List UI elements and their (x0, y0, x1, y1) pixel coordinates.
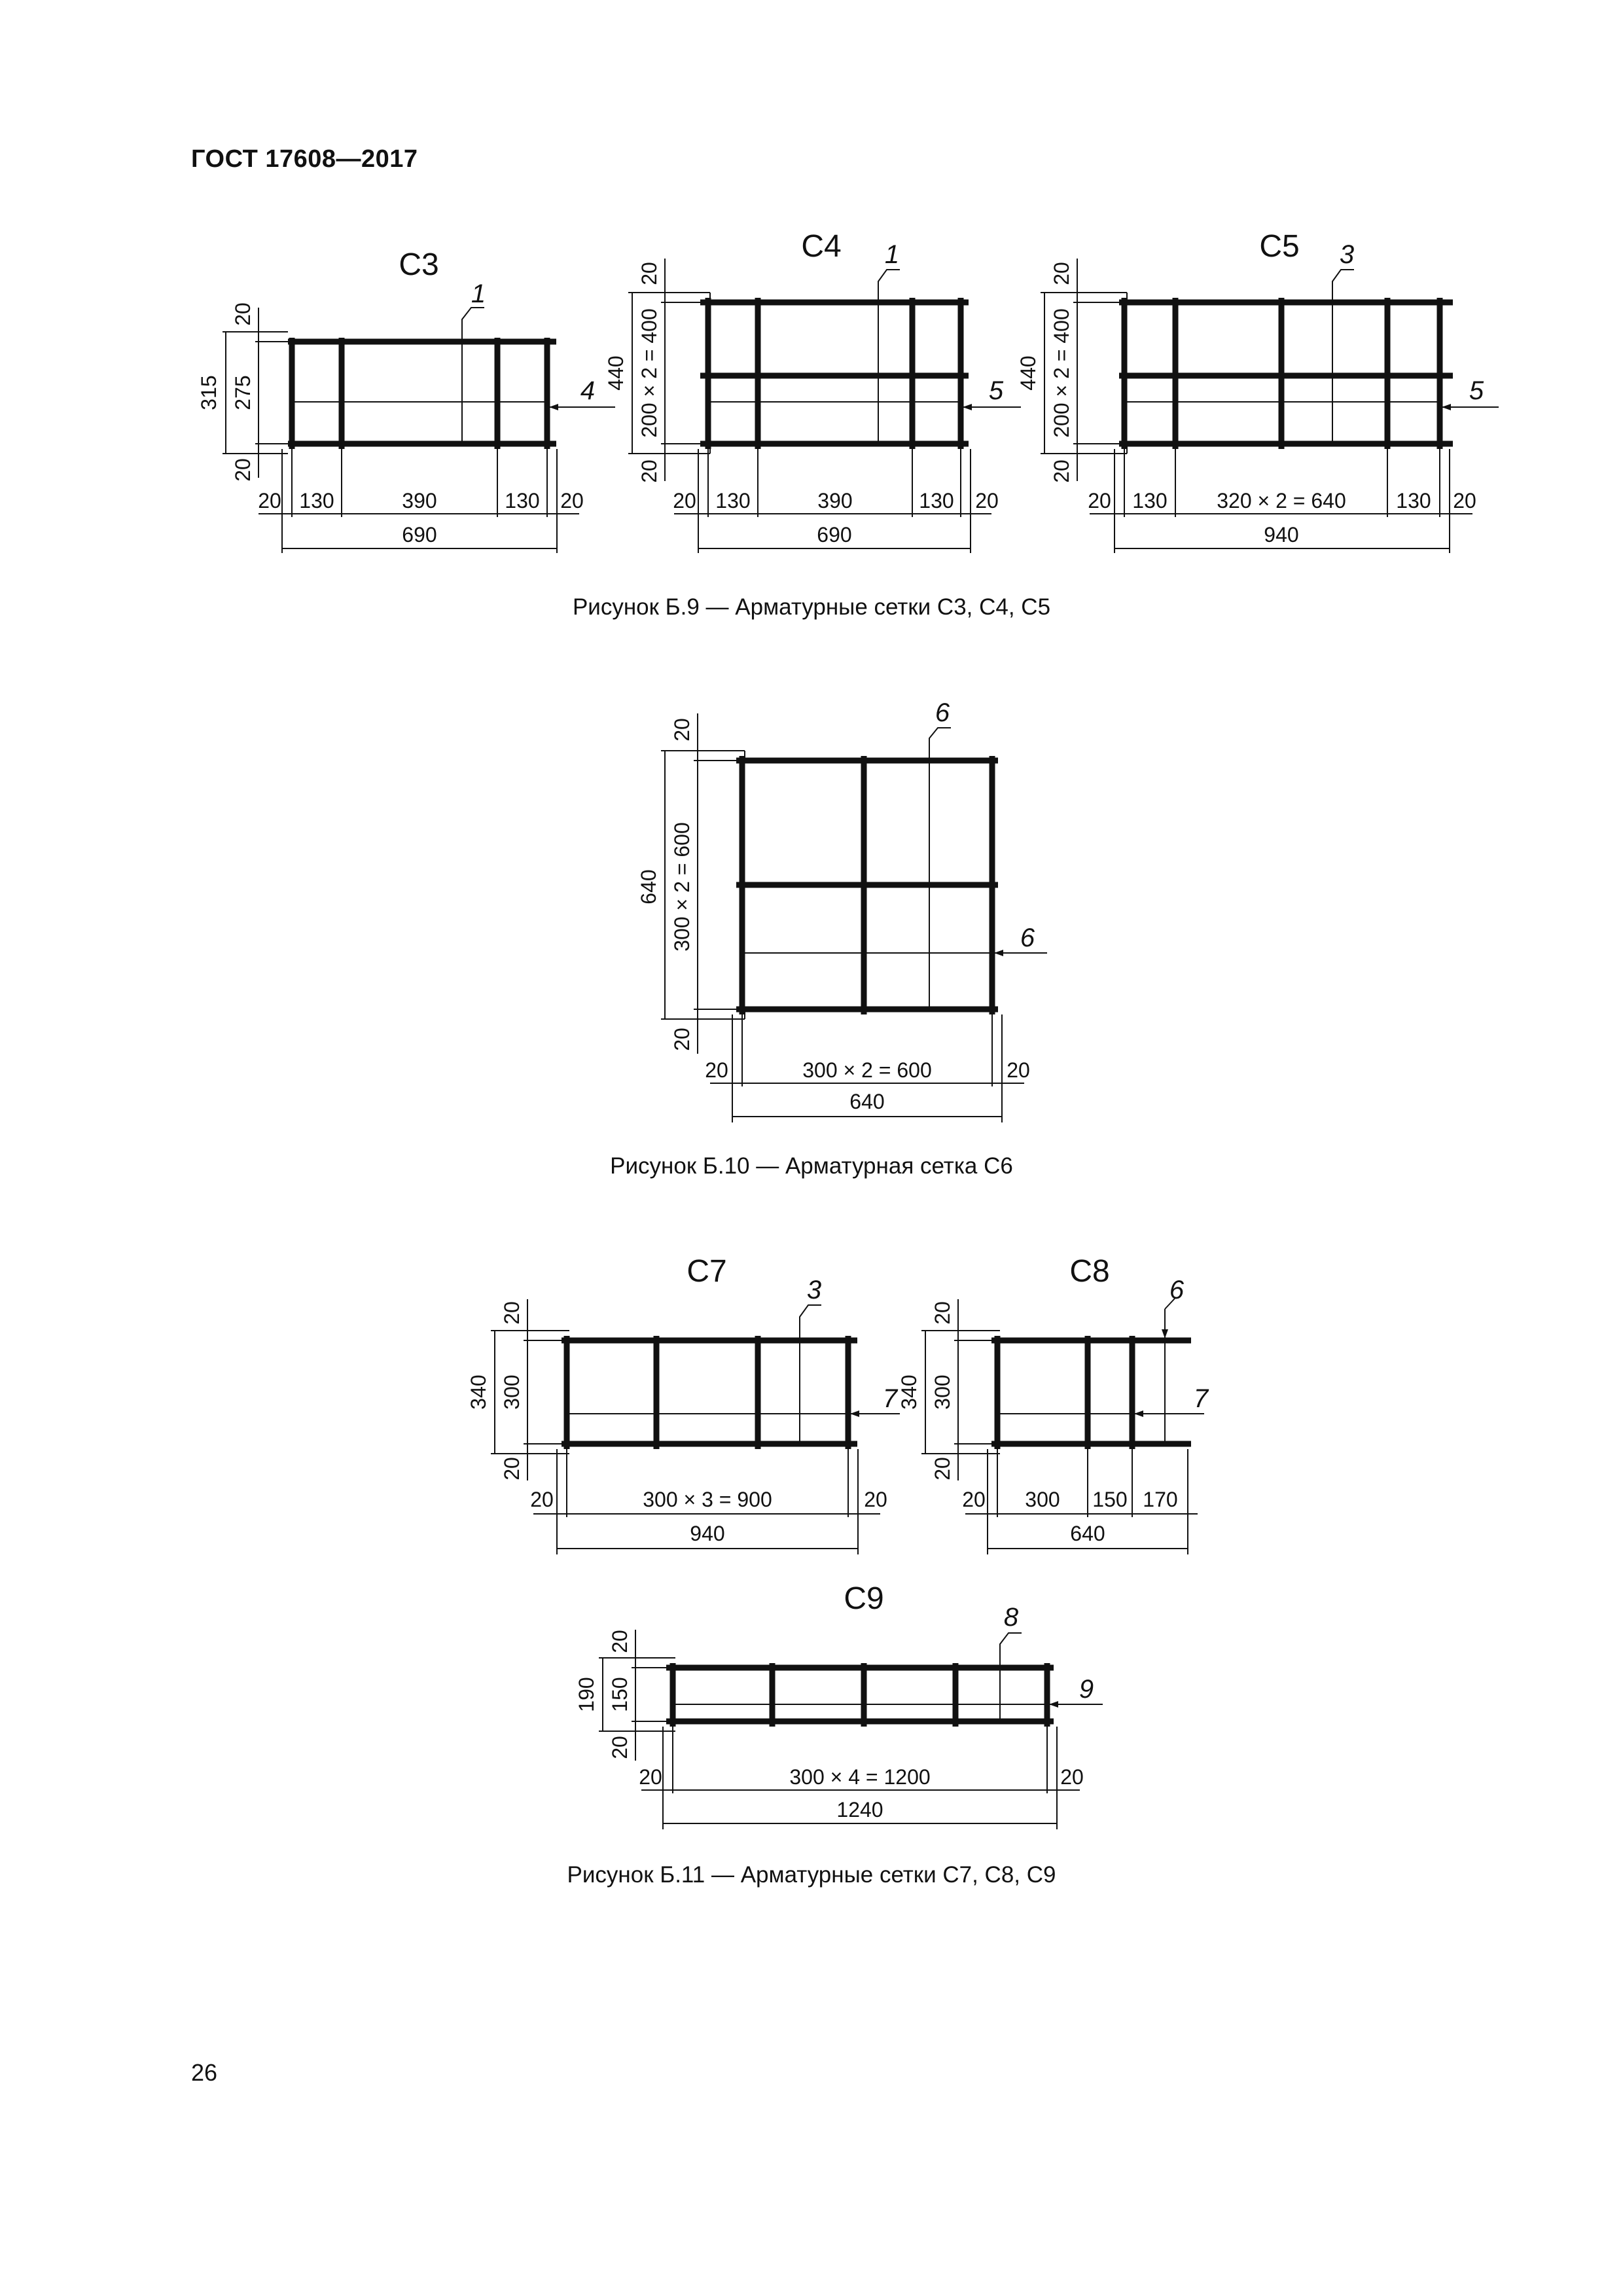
mesh-c4-leader-side: 5 (989, 376, 1004, 405)
figure-caption-b10: Рисунок Б.10 — Арматурная сетка С6 (610, 1153, 1013, 1179)
mesh-c4-hdim-4: 130 (919, 489, 954, 512)
mesh-c6: 640 300 × 2 = 600 20 20 20 300 × 2 = 600… (637, 698, 1047, 1122)
page-number: 26 (191, 2059, 218, 2086)
mesh-c8-leader-side: 7 (1194, 1384, 1209, 1413)
mesh-c4-leader-top: 1 (885, 240, 899, 269)
mesh-c5-hdim-1: 20 (1088, 489, 1111, 512)
mesh-c5-vdim-inner: 200 × 2 = 400 (1050, 308, 1073, 438)
mesh-c7-vdim-top: 20 (500, 1301, 524, 1325)
mesh-c9-leader-side: 9 (1079, 1675, 1094, 1704)
mesh-c3-hdim-5: 20 (560, 489, 584, 512)
mesh-c4-vdim-bottom: 20 (637, 459, 661, 483)
mesh-c3-vdim-inner: 275 (231, 375, 255, 410)
mesh-c8-hdim-2: 300 (1025, 1488, 1060, 1511)
mesh-c5-hdim-2: 130 (1132, 489, 1167, 512)
mesh-c8-leader-top: 6 (1169, 1276, 1185, 1304)
mesh-c5-title: С5 (1259, 229, 1299, 264)
figure-caption-b9: Рисунок Б.9 — Арматурные сетки С3, С4, С… (572, 594, 1051, 620)
mesh-c3-title: С3 (399, 247, 438, 282)
mesh-c7-hdim-2: 300 × 3 = 900 (643, 1488, 772, 1511)
mesh-c5-vdim-bottom: 20 (1050, 459, 1073, 483)
document-header: ГОСТ 17608—2017 (191, 145, 418, 173)
mesh-c4-title: С4 (801, 229, 841, 264)
mesh-c8-vdim-top: 20 (931, 1301, 954, 1325)
mesh-c5-hdim-4: 130 (1396, 489, 1431, 512)
mesh-c3-leader-top: 1 (471, 279, 486, 308)
mesh-c7-leader-side: 7 (883, 1384, 899, 1413)
mesh-c8-total: 640 (1070, 1522, 1105, 1545)
mesh-c9-hdim-2: 300 × 4 = 1200 (789, 1765, 930, 1789)
mesh-c4-vdim-outer: 440 (604, 355, 628, 390)
mesh-c5-leader-top: 3 (1340, 240, 1354, 269)
mesh-c7-vdim-inner: 300 (500, 1374, 524, 1409)
mesh-c3-hdim-1: 20 (258, 489, 281, 512)
mesh-c5-vdim-top: 20 (1050, 262, 1073, 285)
mesh-c8-hdim-1: 20 (962, 1488, 986, 1511)
mesh-c8-vdim-outer: 340 (897, 1374, 921, 1409)
mesh-c4-vdim-inner: 200 × 2 = 400 (637, 308, 661, 438)
mesh-c8-title: С8 (1069, 1254, 1109, 1289)
mesh-c7-hdim-3: 20 (864, 1488, 887, 1511)
mesh-c4-hdim-5: 20 (975, 489, 999, 512)
mesh-c9-vdim-inner: 150 (608, 1677, 632, 1712)
mesh-c8-hdim-3: 150 (1092, 1488, 1127, 1511)
mesh-c3-total: 690 (402, 523, 437, 547)
mesh-c8-hdim-4: 170 (1143, 1488, 1177, 1511)
mesh-c8-vdim-bottom: 20 (931, 1457, 954, 1480)
mesh-c5-leader-side: 5 (1469, 376, 1484, 405)
mesh-c7: С7 340 300 20 (467, 1254, 900, 1554)
mesh-c9-vdim-outer: 190 (575, 1677, 598, 1712)
mesh-c7-title: С7 (687, 1254, 726, 1289)
mesh-c4: С4 (604, 229, 1021, 553)
mesh-c6-vdim-bottom: 20 (670, 1028, 694, 1051)
mesh-c5: С5 (1016, 229, 1499, 553)
mesh-c5-vdim-outer: 440 (1016, 355, 1040, 390)
mesh-c3-hdim-3: 390 (402, 489, 437, 512)
mesh-c3-vdim-bottom: 20 (231, 458, 255, 482)
mesh-c3-vdim-top: 20 (231, 302, 255, 326)
mesh-c4-hdim-3: 390 (817, 489, 852, 512)
mesh-c7-leader-top: 3 (807, 1276, 821, 1304)
mesh-c9-leader-top: 8 (1004, 1603, 1019, 1632)
mesh-c4-total: 690 (817, 523, 851, 547)
mesh-c3-leader-side: 4 (580, 376, 595, 405)
mesh-c9-vdim-bottom: 20 (608, 1736, 632, 1759)
mesh-c8: С8 340 300 (897, 1254, 1209, 1554)
mesh-c6-vdim-outer: 640 (637, 869, 660, 904)
mesh-c3-vdim-outer: 315 (197, 375, 221, 410)
mesh-c9-title: С9 (844, 1581, 883, 1616)
mesh-c9-vdim-top: 20 (608, 1630, 632, 1653)
mesh-c4-hdim-1: 20 (673, 489, 696, 512)
figure-caption-b11: Рисунок Б.11 — Арматурные сетки С7, С8, … (567, 1862, 1056, 1888)
mesh-c9: С9 190 150 (575, 1581, 1103, 1829)
mesh-c7-vdim-bottom: 20 (500, 1457, 524, 1480)
mesh-c3-hdim-2: 130 (299, 489, 334, 512)
mesh-c6-hdim-1: 20 (705, 1058, 728, 1082)
mesh-c5-hdim-3: 320 × 2 = 640 (1217, 489, 1346, 512)
mesh-c6-total: 640 (849, 1090, 884, 1113)
mesh-c6-hdim-2: 300 × 2 = 600 (802, 1058, 932, 1082)
mesh-c7-total: 940 (690, 1522, 724, 1545)
mesh-c7-hdim-1: 20 (530, 1488, 554, 1511)
mesh-c9-hdim-1: 20 (639, 1765, 662, 1789)
mesh-c4-hdim-2: 130 (715, 489, 750, 512)
mesh-c4-vdim-top: 20 (637, 262, 661, 285)
mesh-c6-hdim-3: 20 (1007, 1058, 1030, 1082)
mesh-c6-vdim-top: 20 (670, 718, 694, 742)
mesh-c6-leader-top: 6 (935, 698, 950, 727)
mesh-c6-vdim-inner: 300 × 2 = 600 (670, 822, 694, 952)
mesh-c3-hdim-4: 130 (505, 489, 539, 512)
mesh-c3: С3 (197, 247, 615, 553)
mesh-c8-vdim-inner: 300 (931, 1374, 954, 1409)
mesh-c9-total: 1240 (836, 1798, 883, 1821)
mesh-c5-total: 940 (1264, 523, 1298, 547)
mesh-c7-vdim-outer: 340 (467, 1374, 490, 1409)
mesh-c9-hdim-3: 20 (1060, 1765, 1084, 1789)
mesh-c6-leader-side: 6 (1020, 924, 1035, 952)
mesh-c5-hdim-5: 20 (1453, 489, 1476, 512)
